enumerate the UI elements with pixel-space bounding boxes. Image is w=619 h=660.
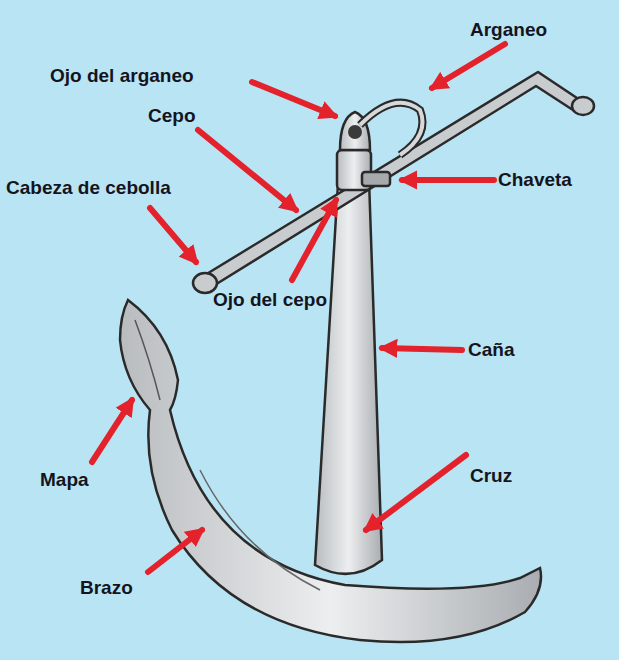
part-label: Chaveta (498, 170, 572, 191)
part-label: Cabeza de cebolla (6, 178, 171, 199)
part-label: Arganeo (470, 20, 547, 41)
part-label: Mapa (40, 470, 89, 491)
part-label: Cruz (470, 466, 512, 487)
part-label: Brazo (80, 578, 133, 599)
part-label: Cepo (148, 106, 196, 127)
anchor-ring (360, 103, 423, 155)
part-label: Ojo del cepo (213, 290, 327, 311)
leader-arrows (92, 44, 505, 572)
part-label: Ojo del arganeo (50, 66, 194, 87)
part-label: Caña (468, 340, 514, 361)
